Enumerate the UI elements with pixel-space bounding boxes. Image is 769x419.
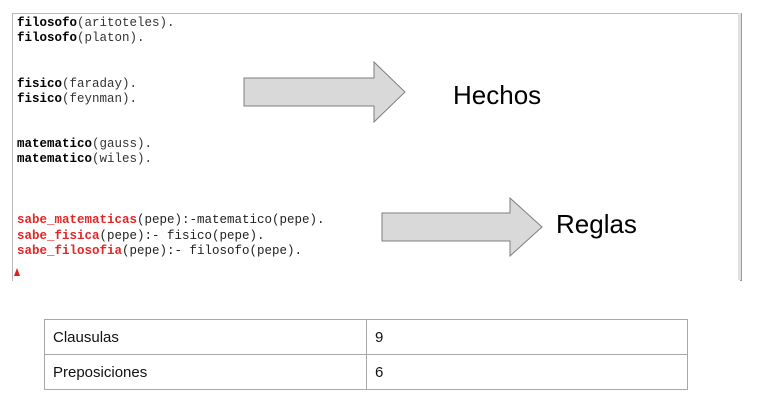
fact-args: (feynman). — [62, 92, 138, 106]
arrow-right-icon — [381, 197, 543, 257]
red-triangle-marker-icon — [14, 268, 20, 276]
fact-line[interactable]: fisico(faraday). — [17, 77, 137, 92]
table-row: Preposiciones 6 — [44, 354, 688, 390]
fact-predicate: matematico — [17, 152, 93, 166]
rule-predicate: sabe_filosofia — [17, 244, 123, 258]
fact-line[interactable]: matematico(wiles). — [17, 152, 152, 167]
editor-scroll-edge — [738, 13, 741, 280]
fact-predicate: filosofo — [17, 31, 78, 45]
fact-line[interactable]: filosofo(aritoteles). — [17, 16, 175, 31]
rule-predicate: sabe_matematicas — [17, 213, 138, 227]
table-row: Clausulas 9 — [44, 319, 688, 355]
hechos-label: Hechos — [453, 80, 542, 110]
rule-line[interactable]: sabe_matematicas(pepe):-matematico(pepe)… — [17, 213, 325, 228]
rule-line[interactable]: sabe_filosofia(pepe):- filosofo(pepe). — [17, 244, 302, 259]
fact-args: (platon). — [77, 31, 145, 45]
fact-args: (wiles). — [92, 152, 153, 166]
table-cell-value: 6 — [366, 354, 688, 390]
fact-line[interactable]: filosofo(platon). — [17, 31, 145, 46]
fact-line[interactable]: fisico(feynman). — [17, 92, 137, 107]
reglas-label: Reglas — [556, 209, 637, 239]
arrow-right-icon — [243, 61, 406, 123]
fact-predicate: filosofo — [17, 16, 78, 30]
fact-args: (faraday). — [62, 77, 138, 91]
table-cell-name: Preposiciones — [44, 354, 367, 390]
stats-table: Clausulas 9 Preposiciones 6 — [44, 319, 688, 390]
rule-line[interactable]: sabe_fisica(pepe):- fisico(pepe). — [17, 229, 265, 244]
table-cell-name: Clausulas — [44, 319, 367, 355]
code-editor[interactable] — [12, 13, 742, 281]
fact-args: (aritoteles). — [77, 16, 175, 30]
fact-args: (gauss). — [92, 137, 153, 151]
rule-predicate: sabe_fisica — [17, 229, 100, 243]
rule-body: (pepe):- fisico(pepe). — [99, 229, 265, 243]
rule-body: (pepe):- filosofo(pepe). — [122, 244, 303, 258]
rule-body: (pepe):-matematico(pepe). — [137, 213, 325, 227]
fact-line[interactable]: matematico(gauss). — [17, 137, 152, 152]
fact-predicate: fisico — [17, 77, 63, 91]
fact-predicate: fisico — [17, 92, 63, 106]
fact-predicate: matematico — [17, 137, 93, 151]
table-cell-value: 9 — [366, 319, 688, 355]
clipped-top-text: ········· — [28, 0, 83, 6]
